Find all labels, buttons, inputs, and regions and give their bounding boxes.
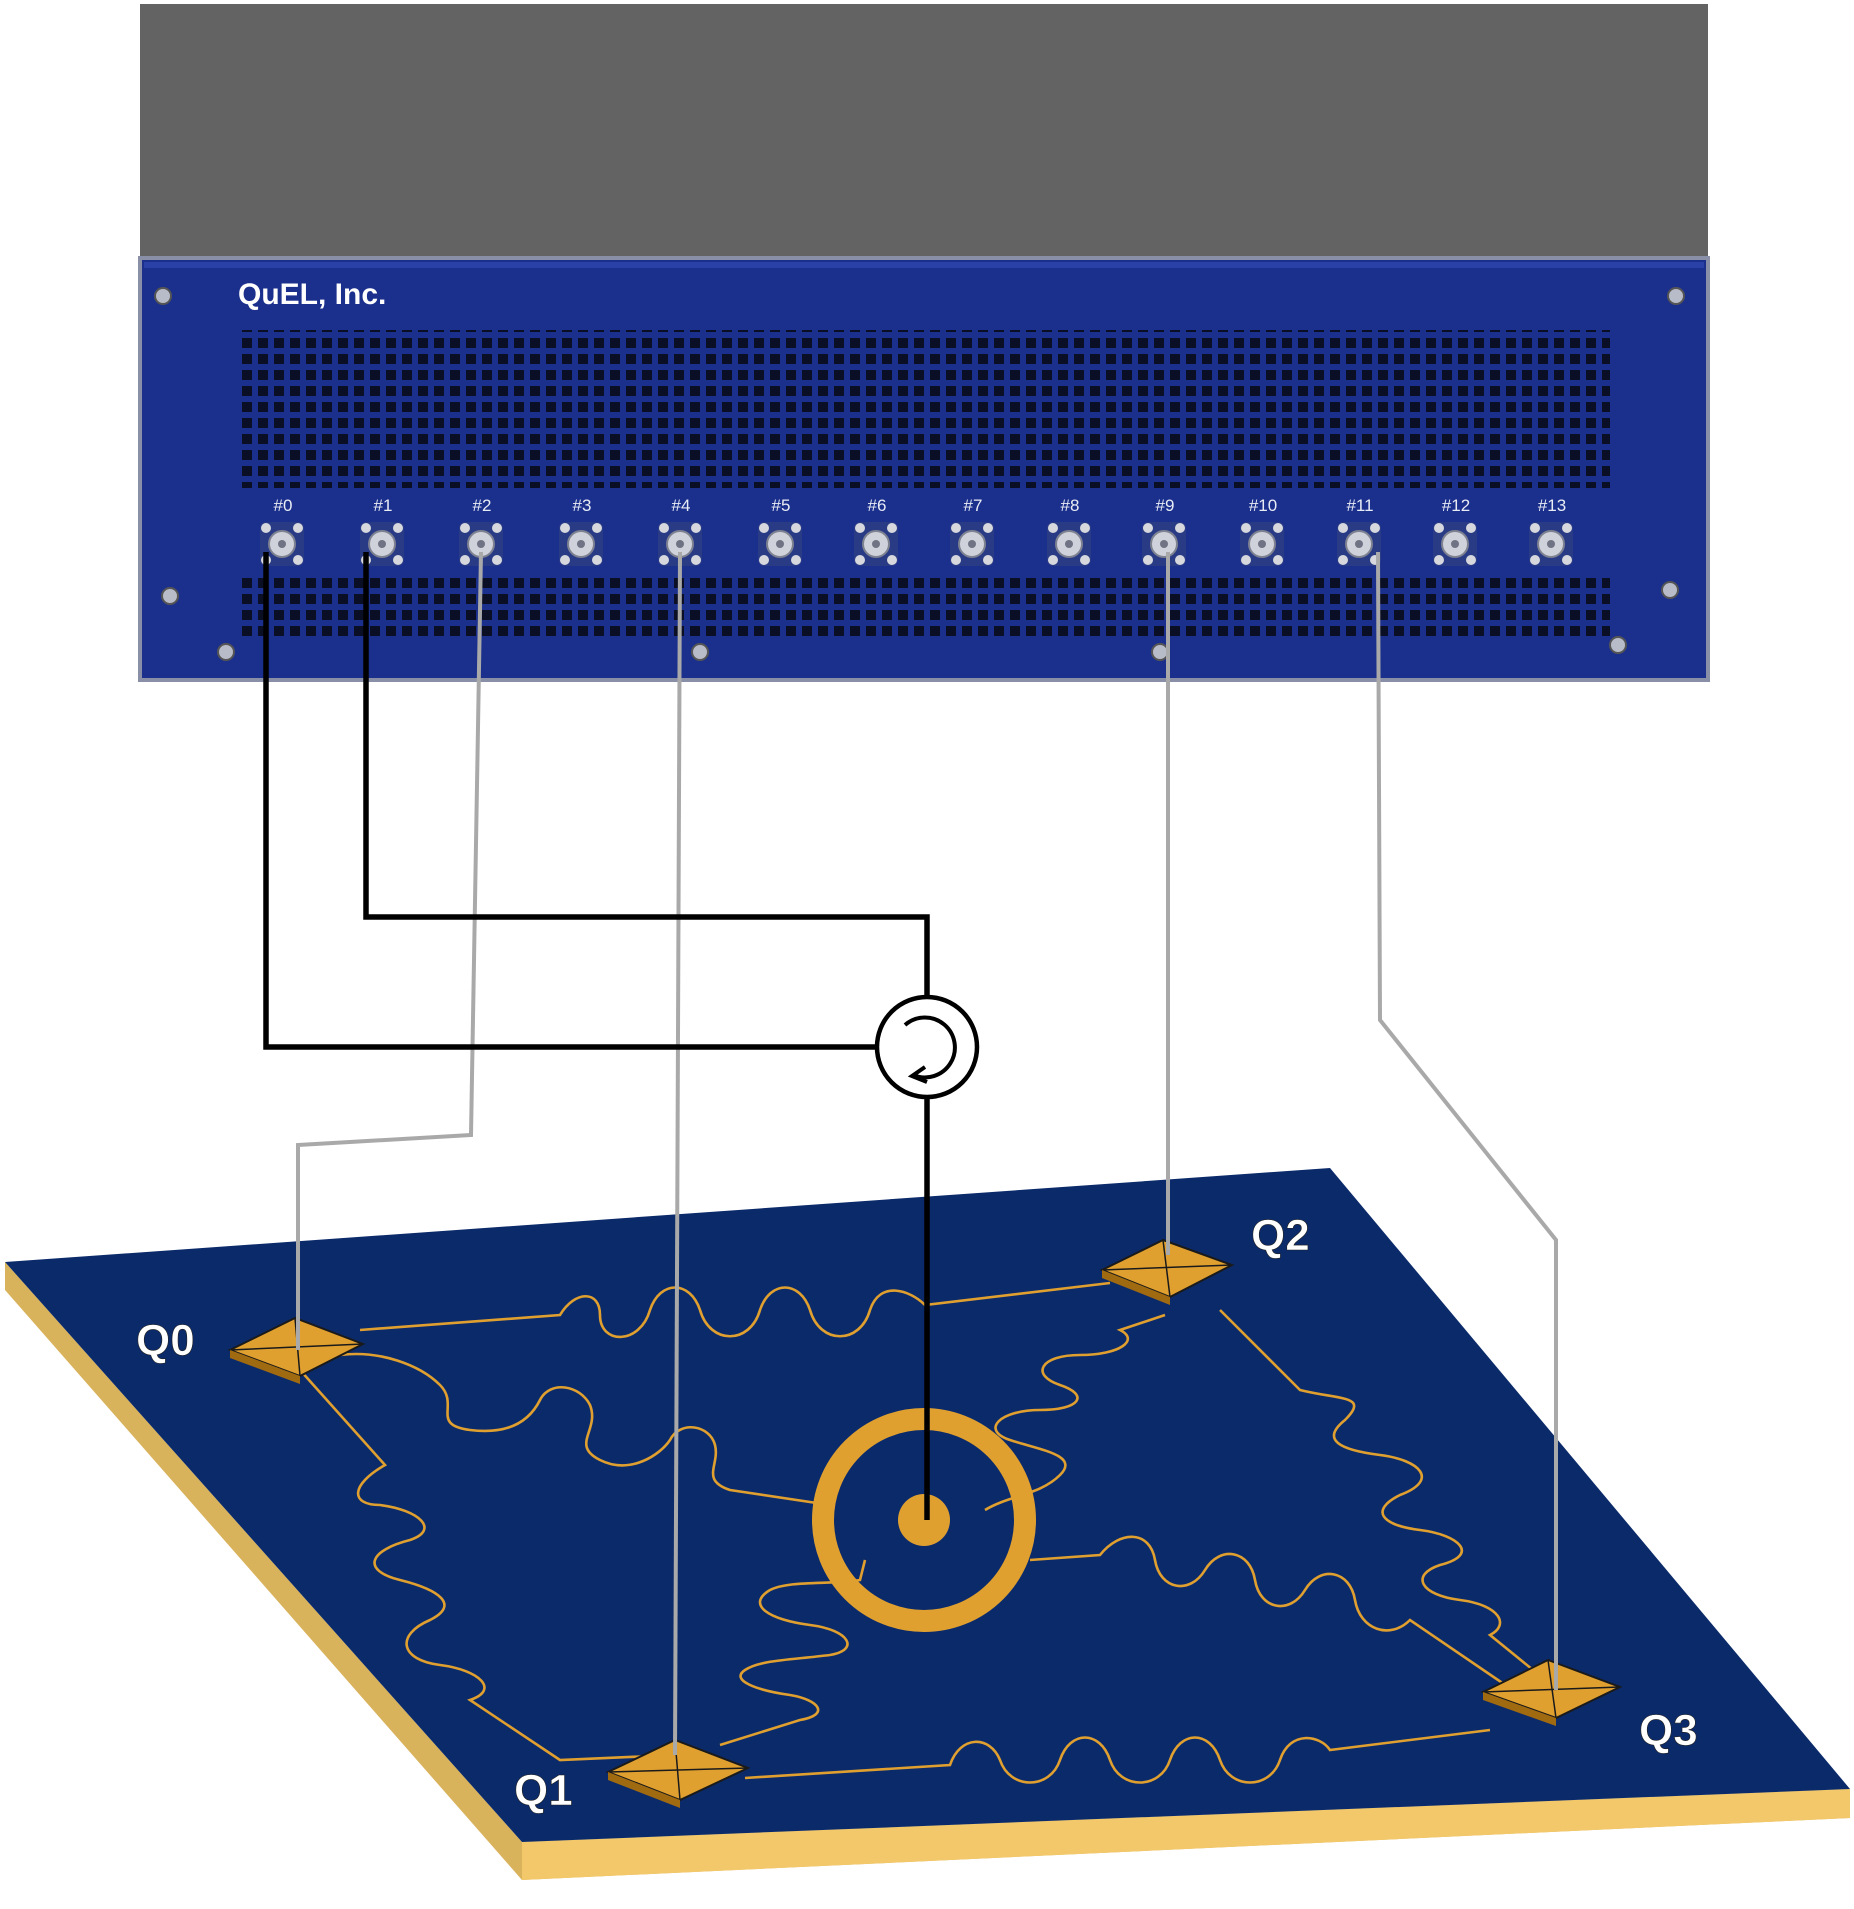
- screw-icon: [1661, 581, 1679, 599]
- port-label: #11: [1346, 496, 1373, 515]
- port-label: #9: [1156, 496, 1175, 515]
- screw-icon: [217, 643, 235, 661]
- port-label: #10: [1249, 496, 1277, 515]
- qubit-label-q2: Q2: [1251, 1211, 1310, 1260]
- wire-port4-q1: [673, 551, 682, 1756]
- lower-vent-grille: [242, 578, 1610, 636]
- screw-icon: [1609, 636, 1627, 654]
- sma-connector-icon[interactable]: [658, 522, 702, 566]
- wire-port0-circulator: [263, 552, 877, 1050]
- qubit-pad-q3[interactable]: [1480, 1658, 1623, 1726]
- control-wires: [296, 551, 1558, 1756]
- screw-icon: [161, 587, 179, 605]
- screw-icon: [1667, 287, 1685, 305]
- sma-connector-icon[interactable]: [1142, 522, 1186, 566]
- coupler-center-q3: [1029, 1535, 1521, 1697]
- port-label: #13: [1538, 496, 1566, 515]
- port-label: #8: [1061, 496, 1080, 515]
- readout-wires: [263, 552, 930, 1520]
- coupler-center-q1: [719, 1559, 867, 1747]
- coupler-q0-q1: [299, 1369, 676, 1762]
- port-label: #7: [964, 496, 983, 515]
- screw-icon: [691, 643, 709, 661]
- wire-port2-q0: [296, 551, 483, 1350]
- qubit-pad-q1[interactable]: [605, 1738, 751, 1808]
- sma-connector-icon[interactable]: [758, 522, 802, 566]
- qubit-labels: Q0 Q1 Q2 Q3: [136, 1211, 1698, 1816]
- port-label: #0: [274, 496, 293, 515]
- port-label: #1: [374, 496, 393, 515]
- quel-instrument: QuEL, Inc. #0 #1 #2 #3 #4 #5 #6 #7 #8 #9…: [138, 4, 1710, 682]
- sma-connector-icon[interactable]: [1433, 522, 1477, 566]
- coupler-q1-q3: [744, 1728, 1491, 1784]
- coupler-q0-q2: [359, 1281, 1111, 1339]
- qubit-label-q3: Q3: [1639, 1706, 1698, 1755]
- qubit-pad-q2[interactable]: [1099, 1238, 1235, 1305]
- sma-connector-icon[interactable]: [1337, 522, 1381, 566]
- port-label: #2: [473, 496, 492, 515]
- coupler-center-q2: [984, 1313, 1166, 1512]
- port-connectors: [260, 522, 1573, 566]
- wire-port11-q3: [1376, 551, 1558, 1690]
- circulator-icon: [874, 994, 980, 1100]
- qubit-coupling-lines: [299, 1281, 1571, 1784]
- sma-connector-icon[interactable]: [260, 522, 304, 566]
- coupler-center-q0: [339, 1352, 831, 1507]
- port-label: #12: [1442, 496, 1470, 515]
- coupler-q2-q3: [1219, 1309, 1571, 1702]
- sma-connector-icon[interactable]: [1047, 522, 1091, 566]
- port-labels: #0 #1 #2 #3 #4 #5 #6 #7 #8 #9 #10 #11 #1…: [274, 496, 1567, 515]
- readout-ring: [812, 1408, 1036, 1632]
- sma-connector-icon[interactable]: [559, 522, 603, 566]
- wire-port1-circulator: [363, 552, 930, 1000]
- brand-label: QuEL, Inc.: [238, 278, 386, 311]
- chip-front-edge: [522, 1789, 1850, 1880]
- port-label: #3: [573, 496, 592, 515]
- port-label: #4: [672, 496, 691, 515]
- port-label: #5: [772, 496, 791, 515]
- screw-icon: [1151, 643, 1169, 661]
- sma-connector-icon[interactable]: [459, 522, 503, 566]
- front-panel-highlight: [144, 262, 1704, 268]
- sma-connector-icon[interactable]: [854, 522, 898, 566]
- sma-connector-icon[interactable]: [1529, 522, 1573, 566]
- screw-icon: [154, 287, 172, 305]
- qubit-label-q1: Q1: [514, 1766, 573, 1815]
- sma-connector-icon[interactable]: [1240, 522, 1284, 566]
- sma-connector-icon[interactable]: [950, 522, 994, 566]
- instrument-top-cover: [140, 4, 1708, 262]
- upper-vent-grille: [242, 330, 1610, 488]
- qubit-label-q0: Q0: [136, 1316, 195, 1365]
- port-label: #6: [868, 496, 887, 515]
